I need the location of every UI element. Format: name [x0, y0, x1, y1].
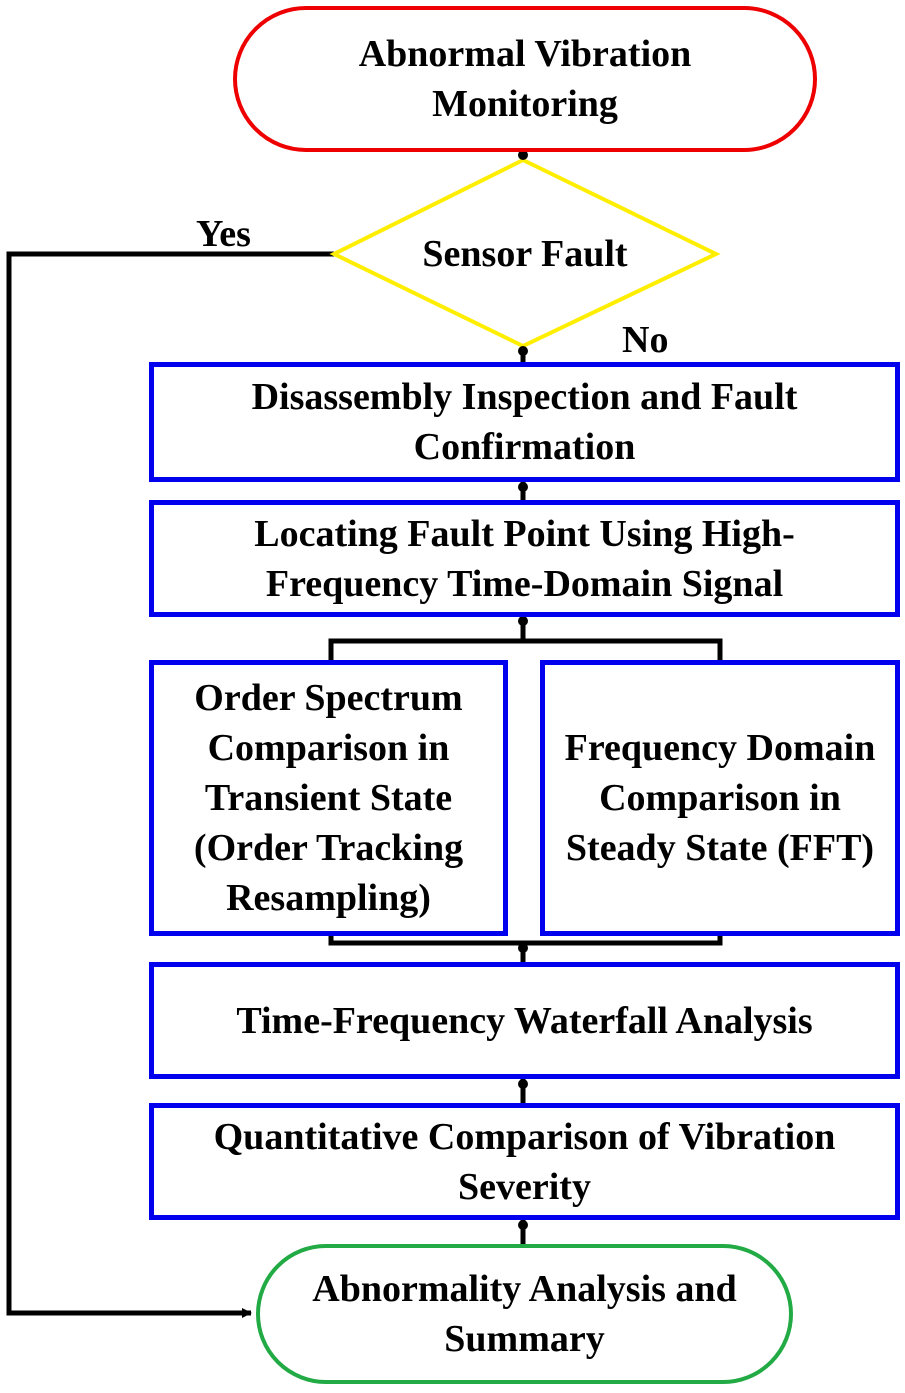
step-vibration-severity-label: Quantitative Comparison of Vibration Sev… [213, 1115, 836, 1208]
branch-frequency-domain-label: Frequency Domain Comparison in Steady St… [564, 727, 876, 869]
branch-frequency-domain: Frequency Domain Comparison in Steady St… [540, 660, 900, 936]
start-label: Abnormal Vibration Monitoring [358, 33, 692, 125]
connector-yes-path [6, 251, 334, 1318]
end-label: Abnormality Analysis and Summary [312, 1268, 737, 1360]
step-locating-fault-point-label: Locating Fault Point Using High-Frequenc… [254, 512, 795, 605]
step-waterfall-analysis-label: Time-Frequency Waterfall Analysis [236, 999, 813, 1042]
connector-step2-branches [328, 638, 723, 660]
connector-branches-merge [328, 936, 723, 946]
connectors [6, 150, 723, 1318]
start-terminal: Abnormal Vibration Monitoring [233, 6, 817, 152]
step-waterfall-analysis: Time-Frequency Waterfall Analysis [149, 962, 900, 1079]
step-disassembly-inspection-label: Disassembly Inspection and Fault Confirm… [251, 376, 798, 468]
yes-label: Yes [196, 213, 251, 255]
end-terminal: Abnormality Analysis and Summary [256, 1244, 793, 1384]
step-locating-fault-point: Locating Fault Point Using High-Frequenc… [149, 500, 900, 617]
no-label: No [622, 319, 669, 361]
decision-node: Sensor Fault [360, 228, 690, 280]
step-vibration-severity: Quantitative Comparison of Vibration Sev… [149, 1103, 900, 1220]
step-disassembly-inspection: Disassembly Inspection and Fault Confirm… [149, 362, 900, 482]
branch-order-spectrum-label: Order Spectrum Comparison in Transient S… [193, 677, 464, 919]
decision-label: Sensor Fault [422, 233, 628, 275]
branch-order-spectrum: Order Spectrum Comparison in Transient S… [149, 660, 508, 936]
